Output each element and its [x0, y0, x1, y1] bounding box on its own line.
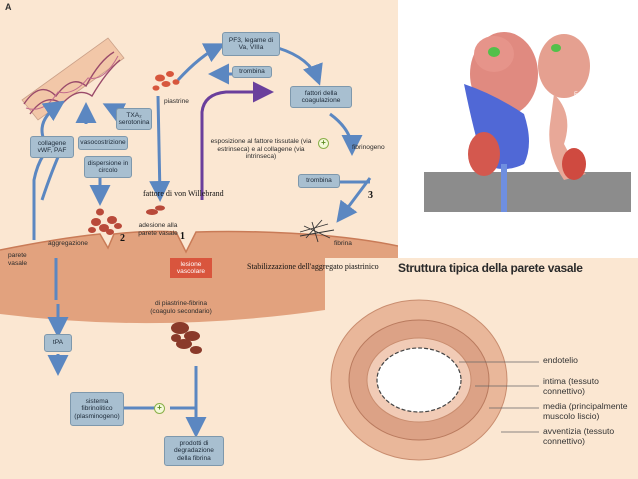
plus-icon-b: + [154, 403, 165, 414]
fibrinolysis-panel-b: di piastrine-fibrina (coagulo secondario… [0, 300, 325, 479]
stabilizzazione-label: Stabilizzazione dell'aggregato piastrini… [247, 262, 379, 271]
tpa-box: tPA [44, 334, 72, 352]
coagulo-label: di piastrine-fibrina (coagulo secondario… [150, 300, 212, 315]
collagene-box: collagene vWF, PAF [30, 136, 74, 158]
secondary-clot [171, 322, 202, 354]
parete-label: parete vasale [8, 252, 28, 267]
tissue-factor-label: Tissue Factor [530, 158, 548, 171]
panel-b-drawing [0, 300, 325, 438]
coagulation-panel-a: A PF3, legame di Va, VIIIa trombina fatt… [0, 0, 398, 300]
plus-icon: + [318, 138, 329, 149]
txa-box: TXA₂ serotonina [116, 108, 152, 130]
fattori-box: fattori della coagulazione [290, 86, 352, 108]
adhering-platelets [146, 205, 165, 215]
lesione-box: lesione vascolare [170, 258, 212, 278]
vasocostrizione-box: vasocostrizione [78, 136, 128, 150]
vessel-lower-wall [0, 300, 325, 324]
prodotti-box: prodotti di degradazione della fibrina [164, 436, 224, 466]
von-willebrand-label: fattore di von Willebrand [143, 189, 224, 198]
legend-endotelio: endotelio [543, 355, 578, 365]
piastrine-label: piastrine [164, 98, 189, 105]
protein-drawing [424, 32, 631, 233]
legend-avventizia: avventizia (tessuto connettivo) [543, 426, 615, 446]
adesione-label: adesione alla parete vasale [138, 222, 178, 237]
trombina-top-box: trombina [232, 66, 272, 78]
factor-vii-label: Factor VII [426, 36, 453, 42]
step-number-2: 2 [120, 233, 125, 244]
aggregazione-label: aggregazione [48, 240, 88, 247]
step-number-1: 1 [180, 231, 185, 242]
fibrina-label: fibrina [334, 240, 352, 247]
fibrin-mesh [299, 219, 335, 243]
pf3-box: PF3, legame di Va, VIIIa [222, 32, 280, 56]
protein-structure-image: Factor VII Factor X Tissue Factor [424, 14, 631, 233]
step-number-3: 3 [368, 190, 373, 201]
legend-intima: intima (tessuto connettivo) [543, 376, 599, 396]
platelet-aggregate [88, 208, 122, 235]
dispersione-box: dispersione in circolo [84, 156, 132, 178]
sistema-box: sistema fibrinolitico (plasminogeno) [70, 392, 124, 426]
factor-x-label: Factor X [574, 92, 597, 98]
structure-title: Struttura tipica della parete vasale [398, 261, 583, 275]
legend-media: media (principalmente muscolo liscio) [543, 401, 628, 421]
fibrinogeno-label: fibrinogeno [352, 144, 385, 151]
vessel-cross-section [330, 299, 539, 461]
platelets [152, 71, 180, 91]
fibrin-helix [21, 37, 125, 121]
esposizione-label: esposizione al fattore tissutale (via es… [210, 138, 312, 161]
vessel-structure-panel: endotelio intima (tessuto connettivo) me… [325, 258, 638, 479]
panel-letter: A [5, 2, 12, 12]
trombina-mid-box: trombina [298, 174, 340, 188]
